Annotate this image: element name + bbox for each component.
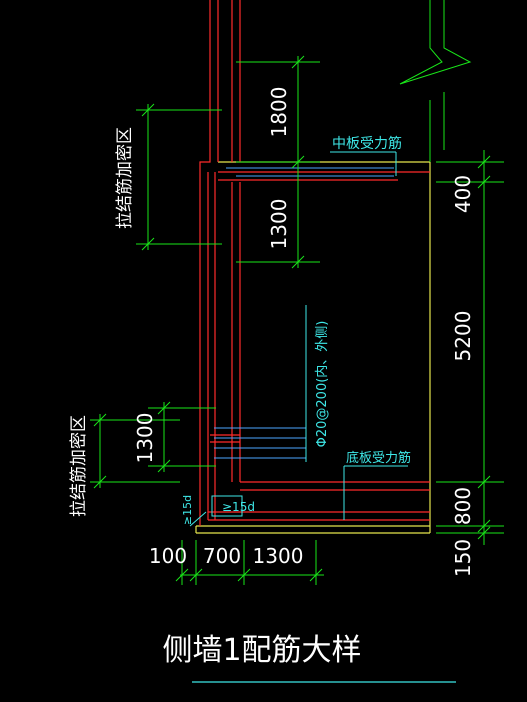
- dim-1300-lower: 1300: [133, 413, 157, 464]
- dim-1300-upper: 1300: [267, 199, 291, 250]
- leader-lines: [189, 151, 408, 527]
- dim-700: 700: [203, 544, 241, 568]
- drawing-title: 侧墙1配筋大样: [162, 633, 361, 668]
- dim-100: 100: [149, 544, 187, 568]
- dim-150: 150: [451, 539, 475, 577]
- anchorage-label-outer: ≥15d: [181, 495, 194, 525]
- wall-outline: [199, 0, 430, 526]
- dim-1800: 1800: [267, 87, 291, 138]
- dim-5200: 5200: [451, 311, 475, 362]
- wall-rebar-spec-label: Φ20@200(内、外侧): [314, 321, 330, 448]
- bottom-slab-rebar-label: 底板受力筋: [346, 450, 411, 466]
- dim-400: 400: [451, 175, 475, 213]
- concrete-outline: [195, 161, 431, 534]
- tie-zone-label-upper: 拉结筋加密区: [115, 127, 135, 229]
- middle-slab-rebar-label: 中板受力筋: [332, 135, 402, 152]
- dim-800: 800: [451, 487, 475, 525]
- dim-1300-bottom: 1300: [253, 544, 304, 568]
- anchorage-box: [211, 495, 243, 517]
- wall-rebar: [214, 167, 394, 459]
- anchorage-label-inner: ≥15d: [222, 500, 255, 514]
- dimension-lines: [90, 0, 504, 585]
- tie-zone-label-lower: 拉结筋加密区: [69, 415, 89, 517]
